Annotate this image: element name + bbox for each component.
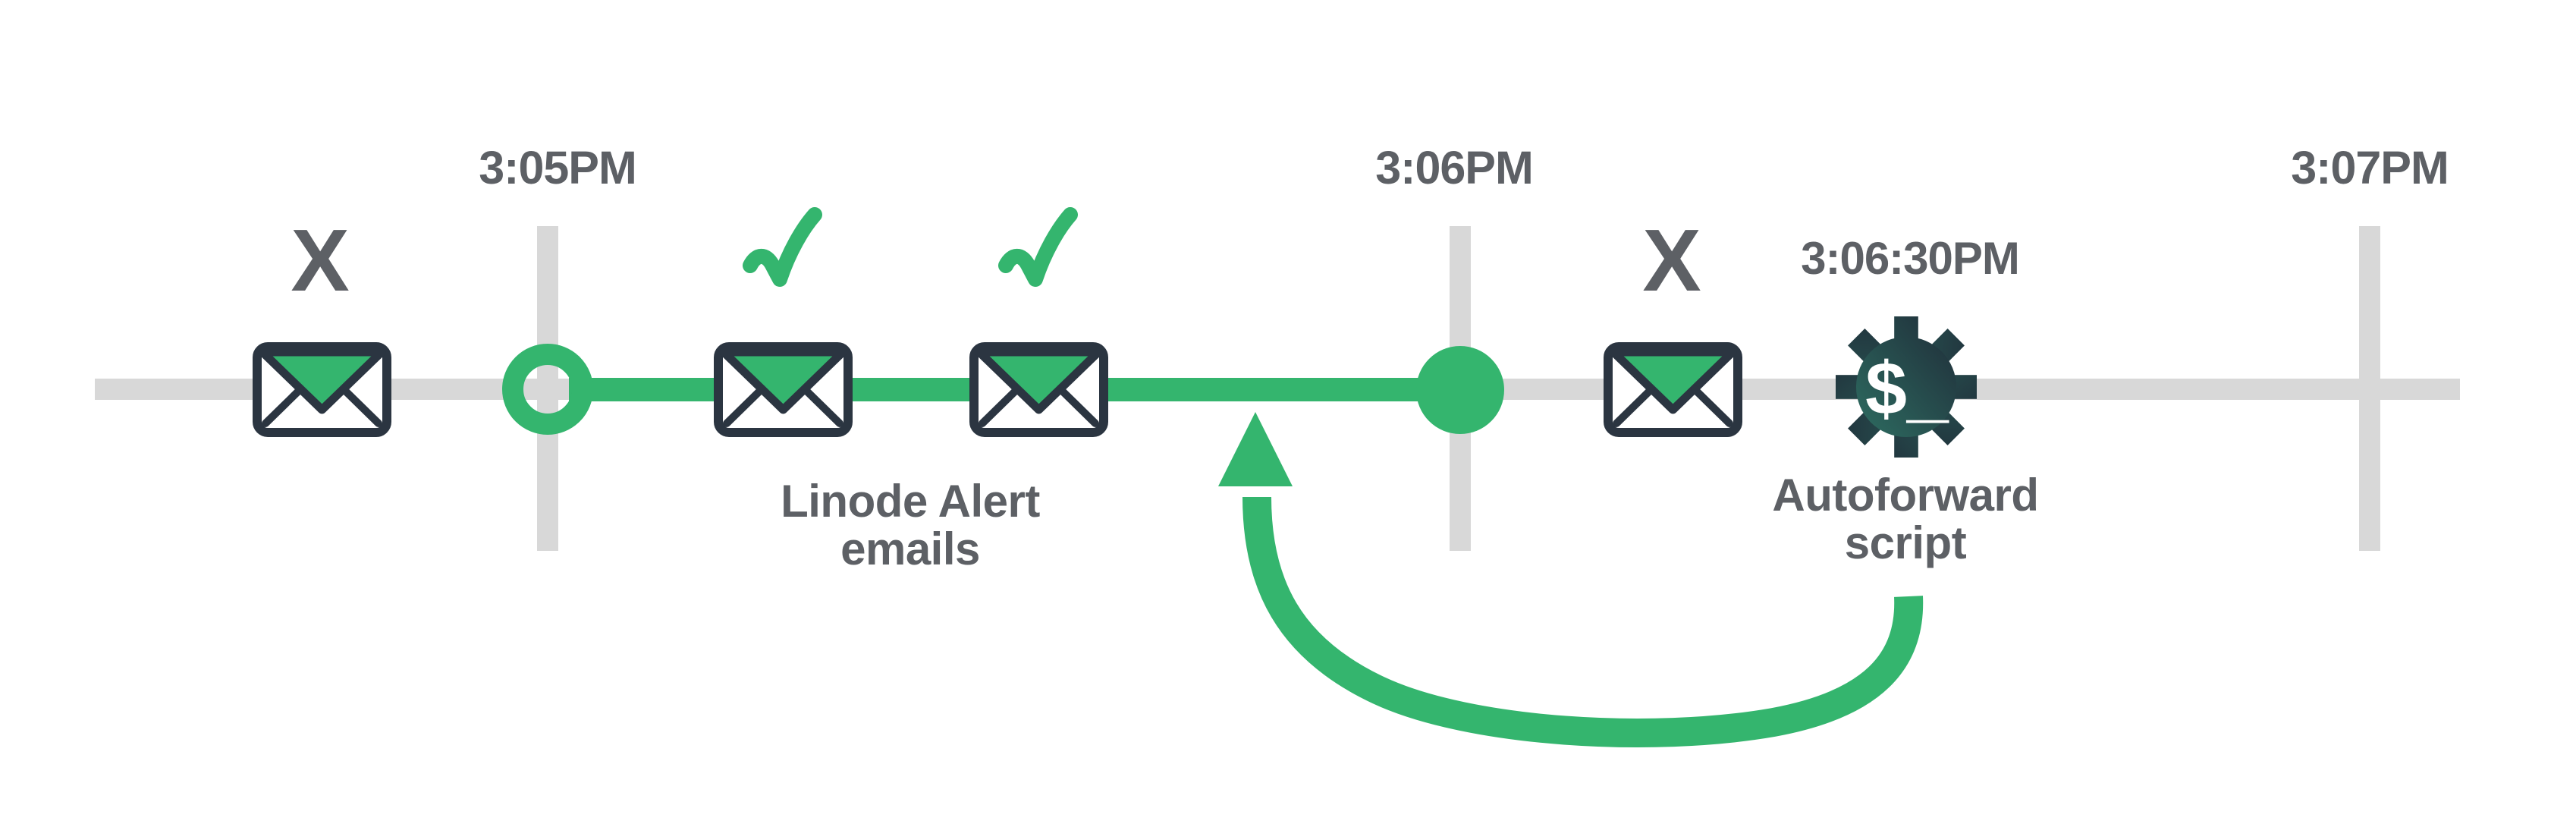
mail-icon [714,342,853,437]
time-label-3-06pm: 3:06PM [1375,142,1534,193]
not-sent-x-marker: X [291,211,350,310]
gear-terminal-icon: $_ [1836,316,1977,458]
not-sent-x-marker: X [1642,211,1701,310]
event-dot-icon [1416,346,1504,434]
loop-arrow-icon [1218,412,1924,747]
time-label-3-07pm: 3:07PM [2291,142,2449,193]
label-line: Autoforward [1772,470,2039,521]
label-linode-alert-emails: Linode Alert emails [675,477,1145,573]
gear-body [1836,316,1977,458]
time-label-3-05pm: 3:05PM [479,142,637,193]
label-line: script [1844,517,1967,568]
mail-icon [1604,342,1742,437]
label-line: Linode Alert [781,476,1040,527]
check-icon [743,207,822,287]
mail-icon [969,342,1108,437]
tick-3-07pm [2359,226,2380,551]
terminal-prompt: $_ [1865,346,1949,429]
mail-icon [253,342,391,437]
label-line: emails [840,524,980,574]
start-ring-icon [502,344,593,435]
label-autoforward-script: Autoforward script [1670,471,2141,567]
time-label-3-06-30pm: 3:06:30PM [1801,233,2020,284]
check-icon [998,207,1078,287]
